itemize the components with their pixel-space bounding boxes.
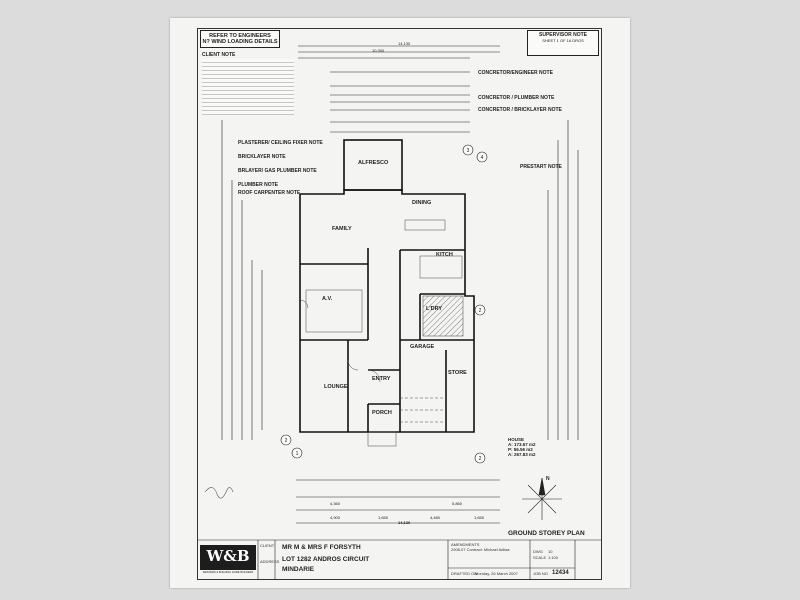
room-av: A.V. (322, 296, 333, 302)
room-porch: PORCH (372, 410, 392, 416)
concretor-engineer-note-title: CONCRETOR/ENGINEER NOTE (478, 70, 553, 76)
compass-north-label: N (546, 476, 550, 482)
gas-plumber-note-title: BRLAYER/ GAS PLUMBER NOTE (238, 168, 317, 174)
room-family: FAMILY (332, 226, 352, 232)
client-name: MR M & MRS F FORSYTH (282, 544, 361, 551)
wind-loading-title: N? WIND LOADING DETAILS (202, 39, 278, 45)
svg-text:2: 2 (479, 308, 482, 314)
company-logo-subtitle: WESTERN & BUILDING HOME BUILDERS (202, 571, 254, 574)
room-dining: DINING (412, 200, 432, 206)
dim-bottom-e: 4,480 (430, 515, 441, 520)
room-alfresco: ALFRESCO (358, 160, 389, 166)
supervisor-note-title: SUPERVISOR NOTE (539, 32, 587, 38)
room-entry: ENTRY (372, 376, 391, 382)
concretor-plumber-note-title: CONCRETOR / PLUMBER NOTE (478, 95, 555, 101)
concretor-bricklayer-note-title: CONCRETOR / BRICKLAYER NOTE (478, 107, 562, 113)
area-p: P: 56.56 m2 (508, 447, 533, 452)
svg-text:2: 2 (479, 456, 482, 462)
prestart-note-title: PRESTART NOTE (520, 164, 562, 170)
dwg-value: 10 (548, 549, 553, 554)
amendments-label: AMENDMENTS (451, 542, 480, 547)
dim-top-overall: 14,130 (398, 41, 411, 46)
room-lounge: LOUNGE (324, 384, 348, 390)
amendment-1: 2908.07 Contract: Michael Adiwa (451, 547, 510, 552)
dim-bottom-a: 4,360 (330, 501, 341, 506)
plan-title: GROUND STOREY PLAN (508, 530, 585, 537)
scale-label: SCALE (533, 555, 547, 560)
dim-bottom-overall: 14,130 (398, 520, 411, 525)
plumber-note-title: PLUMBER NOTE (238, 182, 278, 188)
bricklayer-note-title: BRICKLAYER NOTE (238, 154, 286, 160)
supervisor-note-box: SUPERVISOR NOTE SHEET 1 OF 16 DRGS (527, 30, 599, 56)
room-kitch: KITCH (436, 252, 453, 258)
scale-value: 1:100 (548, 555, 559, 560)
dim-bottom-c: 4,900 (330, 515, 341, 520)
svg-text:1: 1 (296, 451, 299, 457)
room-store: STORE (448, 370, 467, 376)
room-garage: GARAGE (410, 344, 435, 350)
suburb: MINDARIE (282, 566, 315, 573)
client-note-title: CLIENT NOTE (202, 52, 236, 58)
engineers-title: REFER TO ENGINEERS (209, 33, 271, 39)
svg-text:4: 4 (481, 155, 484, 161)
sheet-number: SHEET 1 OF 16 DRGS (542, 38, 584, 43)
dim-bottom-b: 5,860 (452, 501, 463, 506)
area-box: HOUSE A: 173.67 m2 P: 56.56 m2 A: 267.83… (508, 437, 548, 461)
room-lndry: L'DRY (426, 306, 443, 312)
dim-bottom-d: 1,650 (378, 515, 389, 520)
plasterer-note-title: PLASTERER/ CEILING FIXER NOTE (238, 140, 323, 146)
client-label: CLIENT (260, 543, 275, 548)
dim-bottom-f: 1,650 (474, 515, 485, 520)
lot-address: LOT 1282 ANDROS CIRCUIT (282, 556, 370, 563)
drafted-date: Monday, 26 March 2007 (475, 571, 518, 576)
dwg-label: DWG (533, 549, 543, 554)
sheet-border (197, 28, 602, 580)
address-label: ADDRESS (260, 559, 280, 564)
drafted-label: DRAFTED ON (451, 571, 477, 576)
svg-text:2: 2 (285, 438, 288, 444)
client-note-text (202, 59, 294, 115)
job-no-label: JOB NO (533, 571, 548, 576)
job-no: 12434 (552, 570, 569, 576)
company-logo: W&B (200, 545, 256, 570)
engineers-box: REFER TO ENGINEERS N? WIND LOADING DETAI… (200, 30, 280, 48)
area-total: A: 267.83 m2 (508, 452, 536, 457)
dim-top-main: 10,300 (372, 48, 385, 53)
roof-carpenter-note-title: ROOF CARPENTER NOTE (238, 190, 301, 196)
area-house-label: HOUSE (508, 437, 525, 442)
svg-text:3: 3 (467, 148, 470, 154)
area-a: A: 173.67 m2 (508, 442, 536, 447)
